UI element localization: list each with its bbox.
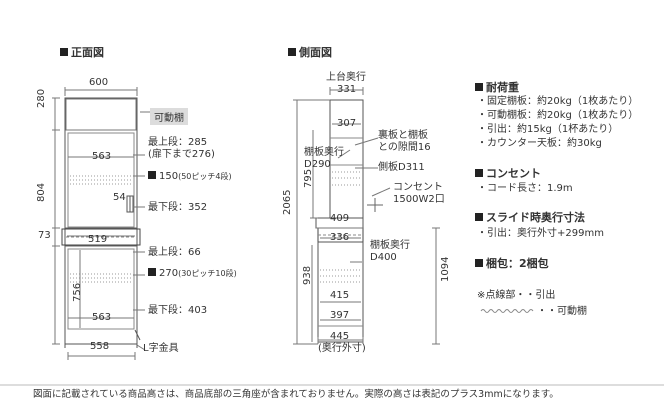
lower-top-shelf: 最上段：66 xyxy=(148,247,201,258)
l-bracket-label: L字金具 xyxy=(143,343,179,354)
legend-wavy: ・・可動棚 xyxy=(537,306,587,317)
bullet-square-icon xyxy=(475,83,483,91)
front-dimension-lines xyxy=(52,87,150,360)
front-cabinet xyxy=(61,97,141,348)
dim-front-h-top: 280 xyxy=(36,88,47,108)
dim-front-519: 519 xyxy=(88,234,108,245)
side-panel-d311: 側板D311 xyxy=(378,162,425,173)
shelf-depth-d400-b: D400 xyxy=(370,252,397,263)
lower-bottom-shelf: 最下段：403 xyxy=(148,305,208,316)
lower-pitch: 270(30ピッチ10段) xyxy=(148,268,237,280)
dim-front-563-bot: 563 xyxy=(92,312,112,323)
bullet-square-icon xyxy=(475,259,483,267)
load-item: ・カウンター天板：約30kg xyxy=(477,138,602,149)
front-view-title: 正面図 xyxy=(60,47,104,59)
side-dimension-lines xyxy=(293,87,440,345)
load-item: ・可動棚板：約20kg（1枚あたり） xyxy=(477,110,639,121)
outlet-note-a: コンセント xyxy=(393,182,443,193)
slide-item: ・引出：奥行外寸+299mm xyxy=(477,228,604,239)
side-view-title: 側面図 xyxy=(288,47,332,59)
bullet-square-icon xyxy=(288,48,296,56)
load-item: ・固定棚板：約20kg（1枚あたり） xyxy=(477,96,639,107)
top-depth-label: 上台奥行 xyxy=(326,72,366,83)
dim-side-397: 397 xyxy=(330,310,350,321)
outlet-note-b: 1500W2口 xyxy=(393,194,445,205)
upper-top-shelf-note: (扉下まで276) xyxy=(148,149,215,160)
bullet-square-icon xyxy=(60,48,68,56)
dim-side-409: 409 xyxy=(330,213,350,224)
dim-front-756: 756 xyxy=(72,282,83,302)
dim-side-445-note: (奥行外寸) xyxy=(318,343,366,354)
dim-side-336: 336 xyxy=(330,232,350,243)
dim-side-445: 445 xyxy=(330,331,350,342)
shelf-depth-d290-a: 棚板奥行 xyxy=(304,147,344,158)
side-cabinet xyxy=(315,99,383,343)
bullet-square-icon xyxy=(475,213,483,221)
dim-side-2065: 2065 xyxy=(282,189,293,215)
dim-side-307: 307 xyxy=(337,118,357,129)
movable-shelf-label: 可動棚 xyxy=(150,108,188,125)
dim-front-h-mid: 804 xyxy=(36,182,47,202)
bullet-square-icon xyxy=(148,171,156,179)
dim-side-795: 795 xyxy=(303,168,314,188)
dim-side-1094: 1094 xyxy=(440,256,451,282)
gap-note-b: との隙間16 xyxy=(378,142,431,153)
upper-top-shelf: 最上段：285 xyxy=(148,137,208,148)
footer-note: 図面に記載されている商品高さは、商品底部の三角座が含まれておりません。実際の高さ… xyxy=(33,389,559,400)
load-item: ・引出：約15kg（1杯あたり） xyxy=(477,124,619,135)
outlet-title: コンセント xyxy=(475,168,541,180)
shelf-depth-d400-a: 棚板奥行 xyxy=(370,240,410,251)
dim-side-415: 415 xyxy=(330,290,350,301)
upper-bottom-shelf: 最下段：352 xyxy=(148,202,208,213)
gap-note-a: 裏板と棚板 xyxy=(378,130,428,141)
dim-front-54: 54 xyxy=(113,192,126,203)
pack-info: 梱包：2梱包 xyxy=(475,258,549,270)
dim-side-331: 331 xyxy=(337,84,357,95)
upper-pitch: 150(50ピッチ4段) xyxy=(148,171,232,183)
dim-side-938: 938 xyxy=(302,265,313,285)
outlet-item: ・コード長さ：1.9m xyxy=(477,183,573,194)
bullet-square-icon xyxy=(475,169,483,177)
dim-front-h-73: 73 xyxy=(38,230,51,241)
slide-title: スライド時奥行寸法 xyxy=(475,212,585,224)
shelf-depth-d290-b: D290 xyxy=(304,159,331,170)
dim-front-558: 558 xyxy=(90,341,110,352)
legend-wavy-line xyxy=(480,309,534,313)
dim-front-563-top: 563 xyxy=(92,151,112,162)
legend-dotted: ※点線部・・引出 xyxy=(477,290,556,301)
load-title: 耐荷重 xyxy=(475,82,519,94)
dim-front-width: 600 xyxy=(89,77,109,88)
bullet-square-icon xyxy=(148,268,156,276)
